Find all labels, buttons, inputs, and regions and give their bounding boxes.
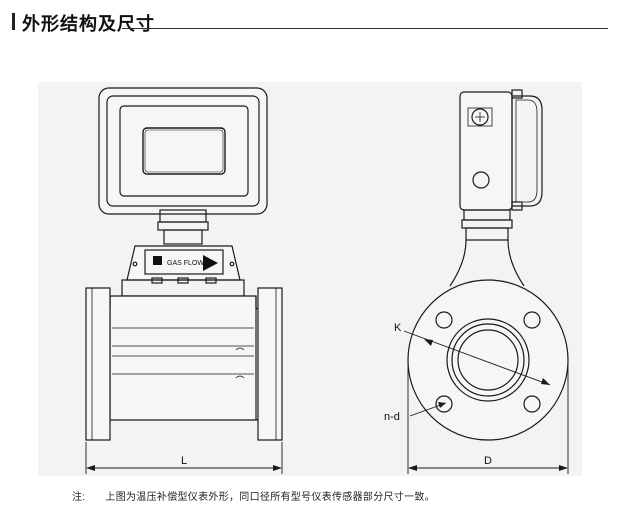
bolt-hole-icon [435,395,453,413]
dimension-d-label: D [484,455,492,467]
display-housing [98,87,268,215]
side-neck [449,209,525,287]
dimension-nd-label: n-d [384,411,400,423]
page-title: 外形结构及尺寸 [22,14,155,34]
nameplate-square [153,256,162,265]
bolt-hole-icon [523,395,541,413]
side-screw-icon [471,108,489,126]
dimension-l [85,442,283,474]
footnote: 注: 上图为温压补偿型仪表外形，同口径所有型号仪表传感器部分尺寸一致。 [72,488,435,503]
dimension-k [403,330,551,386]
side-view [403,89,569,474]
meter-body [101,295,265,421]
footnote-label: 注: [72,492,86,503]
flange-face [407,279,569,441]
neck [157,209,209,245]
dimension-l-label: L [181,455,187,467]
header-rule [122,28,608,29]
right-flange [257,287,283,441]
left-flange [85,287,111,441]
side-port-icon [472,171,490,189]
front-view [85,87,283,474]
dimension-nd [409,402,447,417]
bolt-hole-icon [523,311,541,329]
junction-box [126,245,241,281]
dimension-k-label: K [394,322,402,334]
flow-arrow-icon [203,255,218,271]
dimension-d [407,362,569,474]
lcd-window [142,127,226,175]
header-bar [12,13,15,30]
section-header: 外形结构及尺寸 [12,8,608,34]
footnote-text: 上图为温压补偿型仪表外形，同口径所有型号仪表传感器部分尺寸一致。 [105,492,435,503]
nameplate-text: GAS FLOW [167,260,204,267]
bolt-hole-icon [435,311,453,329]
